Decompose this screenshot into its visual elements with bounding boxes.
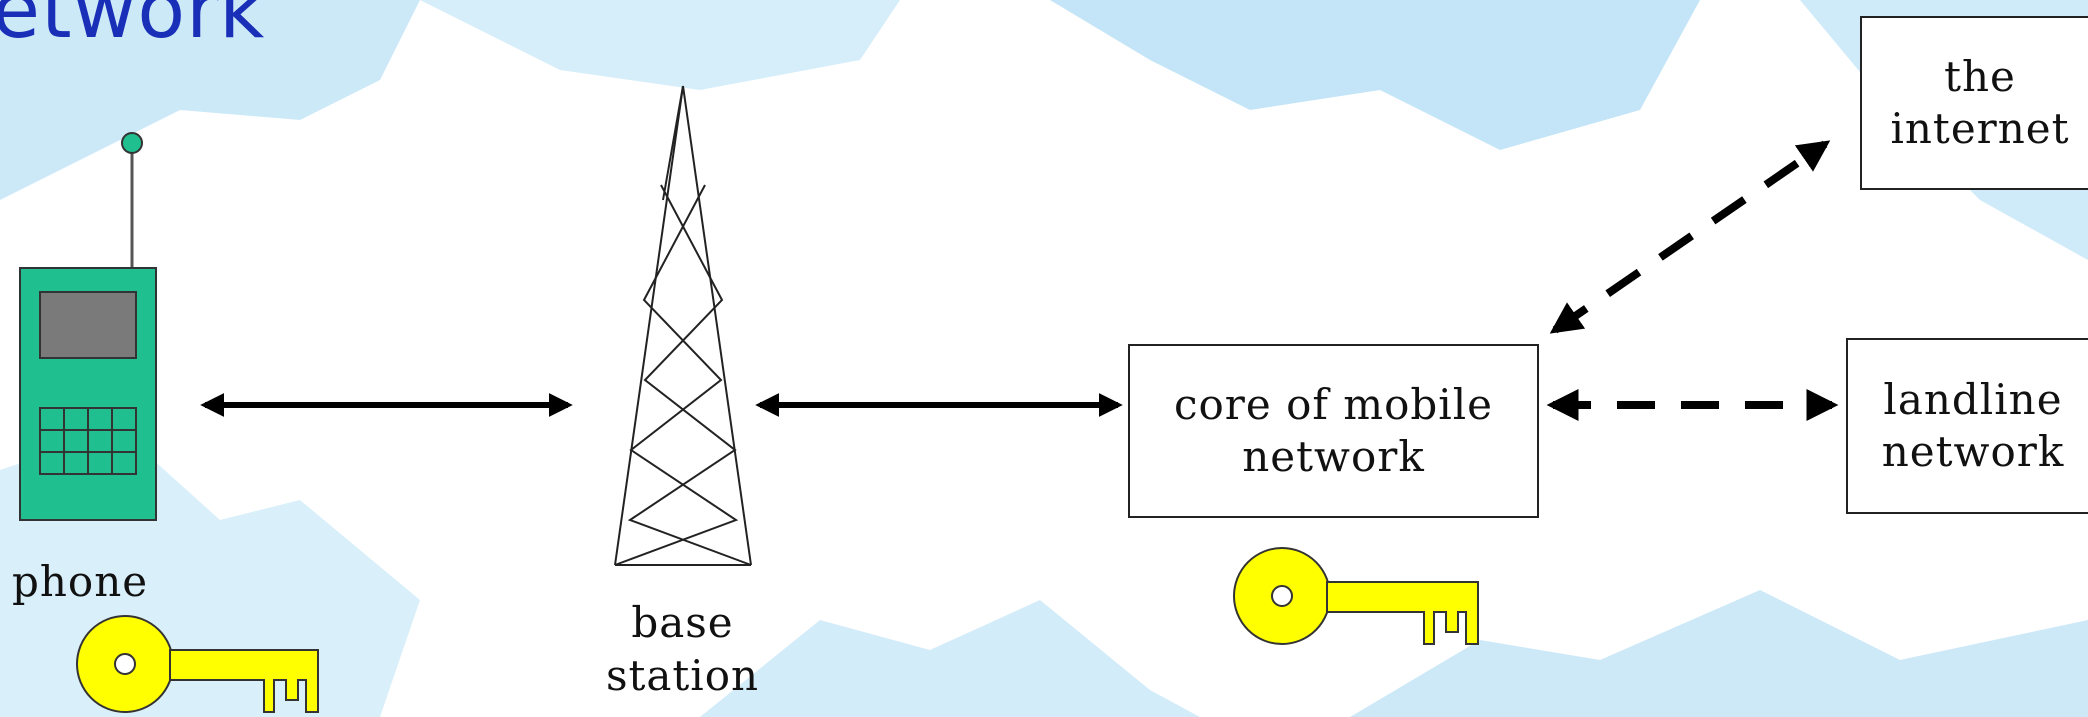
base-station-label: base station [600,597,765,702]
internet-box: the internet [1860,16,2088,190]
page-title: etwork [0,0,266,56]
phone-icon [19,132,157,521]
base-station-label-line1: base [631,598,734,647]
phone-label: phone [12,557,149,606]
tower-icon [614,85,752,566]
core-network-label-line1: core of mobile [1174,379,1493,429]
landline-label-line2: network [1881,427,2065,476]
arrow-icon [200,140,1839,421]
key-icon [76,547,1479,713]
base-station-label-line2: station [605,650,760,700]
core-network-box: core of mobile network [1128,344,1539,518]
internet-label-line2: internet [1890,104,2070,153]
landline-label-line1: landline [1883,374,2063,424]
landline-network-box: landline network [1846,338,2088,514]
internet-label-line1: the [1944,51,2016,101]
core-network-label-line2: network [1242,432,1425,481]
